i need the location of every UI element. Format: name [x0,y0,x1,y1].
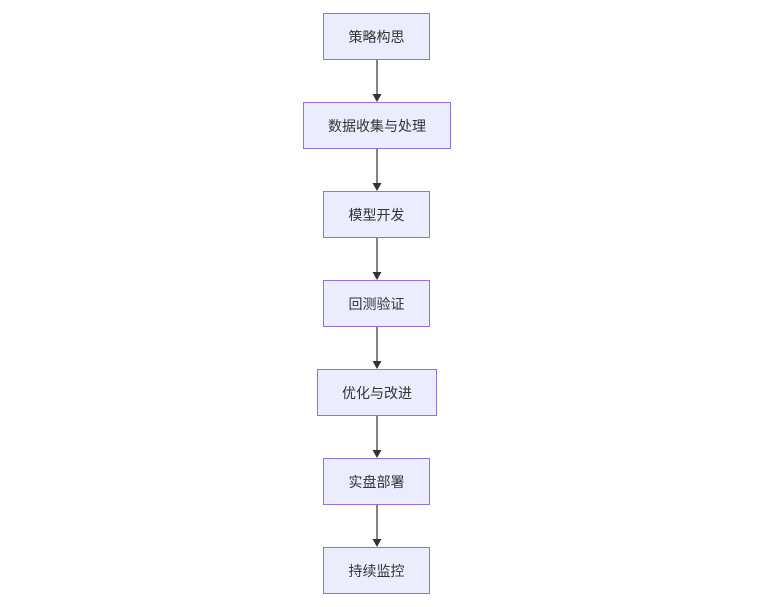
edge-1-arrowhead [372,94,382,102]
node-backtest-validation[interactable]: 回测验证 [323,280,430,327]
node-strategy-ideation[interactable]: 策略构思 [323,13,430,60]
edge-5-arrowhead [372,450,382,458]
node-optimization-improvement[interactable]: 优化与改进 [317,369,437,416]
node-live-deployment[interactable]: 实盘部署 [323,458,430,505]
edge-2-arrowhead [372,183,382,191]
edge-4-arrowhead [372,361,382,369]
edge-5 [372,416,382,458]
node-continuous-monitoring[interactable]: 持续监控 [323,547,430,594]
edge-6-arrowhead [372,539,382,547]
node-model-development[interactable]: 模型开发 [323,191,430,238]
edge-1 [372,60,382,102]
edge-6 [372,505,382,547]
edge-3 [372,238,382,280]
edge-3-arrowhead [372,272,382,280]
edge-4 [372,327,382,369]
node-data-collection-processing[interactable]: 数据收集与处理 [303,102,451,149]
edge-2 [372,149,382,191]
